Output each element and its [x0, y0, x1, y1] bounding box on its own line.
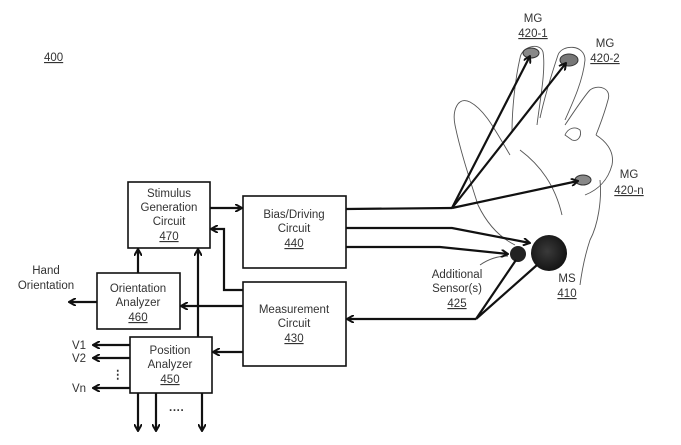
measurement-label-2: Circuit: [278, 318, 311, 330]
orientation-label-2: Analyzer: [116, 297, 161, 309]
stimulus-label-1: Stimulus: [147, 188, 191, 200]
position-label-2: Analyzer: [148, 359, 193, 371]
finger-index: [511, 45, 545, 133]
orientation-ref: 460: [128, 312, 147, 324]
mg1-ref: 420-1: [518, 28, 547, 40]
position-label-1: Position: [150, 345, 191, 357]
fingernail-ring: [564, 127, 581, 141]
additional-sensor-leader: [479, 255, 509, 266]
wire-to-mg-2: [451, 63, 566, 209]
hand-orientation-label-1: Hand: [32, 265, 60, 277]
vertical-ellipsis: ⋮: [112, 368, 124, 381]
orientation-label-1: Orientation: [110, 283, 166, 295]
additional-sensor-ref: 425: [447, 298, 466, 310]
mg2-name: MG: [596, 38, 615, 50]
wire-additional-sensor-return: [475, 259, 517, 320]
mg-sensor-2: [559, 53, 579, 67]
horizontal-ellipsis: ····: [169, 405, 184, 417]
bias-label-1: Bias/Driving: [263, 209, 324, 221]
mgn-ref: 420-n: [614, 185, 643, 197]
thumb: [453, 100, 511, 206]
mg-sensor-1: [522, 47, 540, 59]
additional-sensor: [510, 246, 526, 262]
additional-sensor-label-1: Additional: [432, 269, 483, 281]
finger-ring: [564, 86, 610, 136]
bias-ref: 440: [284, 238, 303, 250]
bias-driving-circuit-box: [242, 195, 347, 269]
hand-orientation-label-2: Orientation: [18, 280, 74, 292]
wire-bias-to-ms: [346, 226, 530, 243]
wire-to-mg-n: [451, 181, 578, 210]
measurement-ref: 430: [284, 333, 303, 345]
additional-sensor-label-2: Sensor(s): [432, 283, 482, 295]
wire-to-mg-1: [451, 56, 530, 209]
orientation-analyzer-box: [96, 272, 181, 330]
wire-bias-to-additional-sensor: [346, 245, 508, 254]
mgn-name: MG: [620, 169, 639, 181]
wire-bias-trunk: [345, 206, 453, 211]
mg1-name: MG: [524, 13, 543, 25]
stimulus-label-3: Circuit: [153, 216, 186, 228]
wire-ms-return: [475, 264, 538, 320]
ms-name: MS: [558, 273, 576, 285]
measurement-circuit-box: [242, 281, 347, 367]
vn-label: Vn: [72, 383, 86, 395]
position-analyzer-box: [129, 336, 213, 394]
ms-sensor: [531, 235, 567, 271]
ms-ref: 410: [557, 288, 576, 300]
stimulus-label-2: Generation: [141, 202, 198, 214]
v1-label: V1: [72, 340, 86, 352]
palm-right: [579, 179, 601, 286]
stimulus-ref: 470: [159, 231, 178, 243]
figure-ref: 400: [44, 52, 63, 64]
wire-measurement-to-stimulus: [211, 229, 243, 292]
position-ref: 450: [160, 374, 179, 386]
palm-left: [477, 204, 516, 246]
mg2-ref: 420-2: [590, 53, 619, 65]
mg-sensor-n: [574, 174, 592, 186]
bias-label-2: Circuit: [278, 223, 311, 235]
v2-label: V2: [72, 353, 86, 365]
measurement-label-1: Measurement: [259, 304, 330, 316]
finger-pinky: [584, 134, 613, 196]
stimulus-generation-circuit-box: [127, 181, 211, 249]
palm-crease: [519, 149, 563, 216]
